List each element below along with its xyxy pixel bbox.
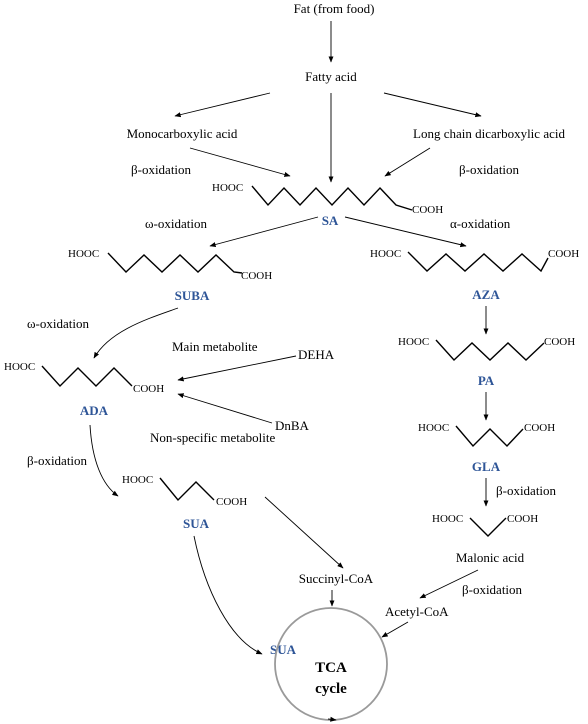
- arrow-sa-to-suba: [209, 216, 319, 247]
- pa-hooc: HOOC: [398, 336, 429, 348]
- fatty-acid-label: Fatty acid: [305, 69, 357, 84]
- arrow-mono-to-sa: [189, 147, 291, 177]
- long-chain-label: Long chain dicarboxylic acid: [413, 126, 565, 141]
- malonic-hooc: HOOC: [432, 513, 463, 525]
- ada-hooc: HOOC: [4, 361, 35, 373]
- suba-hooc: HOOC: [68, 248, 99, 260]
- ada-abbr: ADA: [80, 403, 109, 418]
- arrow-deha-to-ada: [177, 355, 297, 382]
- tca-line2: cycle: [315, 681, 347, 697]
- ada-chain: [41, 365, 133, 388]
- arrow-sa-to-aza: [344, 216, 467, 248]
- sua-hooc: HOOC: [122, 474, 153, 486]
- deha-label: DEHA: [298, 347, 335, 362]
- arrow-sua-to-sua-tca: [193, 535, 263, 655]
- beta-ox-right-label: β-oxidation: [459, 162, 520, 177]
- malonic-chain: [469, 517, 507, 537]
- beta-ox-left-label: β-oxidation: [131, 162, 192, 177]
- ada-cooh: COOH: [133, 383, 164, 395]
- alpha-ox-label: α-oxidation: [450, 216, 511, 231]
- sua-chain: [159, 477, 215, 502]
- suba-chain: [107, 252, 243, 274]
- tca-line1: TCA: [315, 660, 347, 676]
- monocarboxylic-label: Monocarboxylic acid: [127, 126, 238, 141]
- gla-abbr: GLA: [472, 459, 501, 474]
- arrow-acetyl-to-tca: [381, 621, 409, 638]
- gla-chain: [455, 425, 524, 448]
- fat-label: Fat (from food): [294, 1, 375, 16]
- succinyl-coa-label: Succinyl-CoA: [299, 571, 374, 586]
- gla-cooh: COOH: [524, 422, 555, 434]
- aza-abbr: AZA: [472, 287, 500, 302]
- sa-cooh: COOH: [412, 204, 443, 216]
- non-specific-label: Non-specific metabolite: [150, 430, 275, 445]
- beta-ox-malonic-label: β-oxidation: [462, 582, 523, 597]
- main-metabolite-label: Main metabolite: [172, 339, 258, 354]
- sa-hooc: HOOC: [212, 182, 243, 194]
- pa-cooh: COOH: [544, 336, 575, 348]
- arrow-dnba-to-ada: [177, 393, 273, 424]
- beta-ox-gla-label: β-oxidation: [496, 483, 557, 498]
- malonic-label: Malonic acid: [456, 550, 525, 565]
- omega-ox-top-label: ω-oxidation: [145, 216, 207, 231]
- arrow-fa-to-mono: [174, 92, 271, 118]
- arrow-sua-to-succinyl: [264, 496, 344, 569]
- arrow-ada-to-sua: [89, 424, 119, 497]
- sua-abbr: SUA: [183, 516, 210, 531]
- gla-hooc: HOOC: [418, 422, 449, 434]
- arrow-fa-to-longchain: [383, 92, 482, 118]
- sa-abbr: SA: [322, 213, 339, 228]
- omega-ox-left-label: ω-oxidation: [27, 316, 89, 331]
- arrow-malonic-to-acetyl: [419, 569, 479, 599]
- pa-abbr: PA: [478, 373, 495, 388]
- sa-chain: [251, 185, 413, 211]
- sua-cooh: COOH: [216, 496, 247, 508]
- sua-tca-abbr: SUA: [270, 642, 297, 657]
- acetyl-coa-label: Acetyl-CoA: [385, 604, 449, 619]
- aza-hooc: HOOC: [370, 248, 401, 260]
- aza-cooh: COOH: [548, 248, 579, 260]
- malonic-cooh: COOH: [507, 513, 538, 525]
- arrow-longchain-to-sa: [384, 147, 431, 177]
- tca-cycle-arrowhead: [327, 716, 337, 722]
- arrow-suba-to-ada: [93, 307, 179, 359]
- beta-ox-ada-label: β-oxidation: [27, 453, 88, 468]
- dnba-label: DnBA: [275, 418, 310, 433]
- suba-cooh: COOH: [241, 270, 272, 282]
- pa-chain: [435, 339, 545, 362]
- suba-abbr: SUBA: [175, 288, 210, 303]
- aza-chain: [407, 251, 549, 273]
